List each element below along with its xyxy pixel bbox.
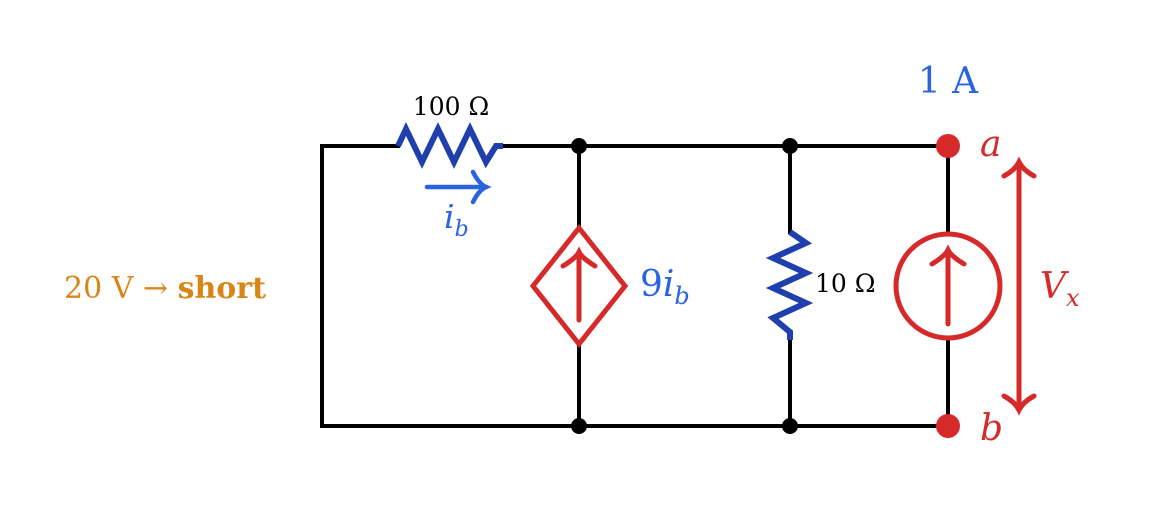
ib-arrow — [424, 169, 492, 205]
junction-bottom-1 — [571, 418, 587, 434]
junction-top-1 — [571, 138, 587, 154]
terminal-b — [936, 414, 960, 438]
resistor-10-label: 10 Ω — [815, 269, 876, 298]
source-short-note: 20 V → short — [64, 271, 266, 306]
ib-label: ib — [444, 197, 469, 242]
vx-arrow — [1001, 156, 1037, 416]
dependent-source-label: 9ib — [640, 264, 690, 310]
terminal-a-label: a — [980, 124, 1001, 165]
terminal-b-label: b — [980, 408, 1003, 449]
terminal-a — [936, 134, 960, 158]
vx-label: Vx — [1040, 266, 1080, 312]
resistor-100-ohm — [395, 122, 503, 169]
test-current-source — [893, 231, 1003, 341]
dependent-current-source — [529, 223, 629, 349]
resistor-100-label: 100 Ω — [413, 92, 489, 121]
test-current-label: 1 A — [918, 61, 979, 102]
junctions — [571, 138, 798, 434]
junction-top-2 — [782, 138, 798, 154]
resistor-10-ohm — [765, 229, 814, 340]
junction-bottom-2 — [782, 418, 798, 434]
